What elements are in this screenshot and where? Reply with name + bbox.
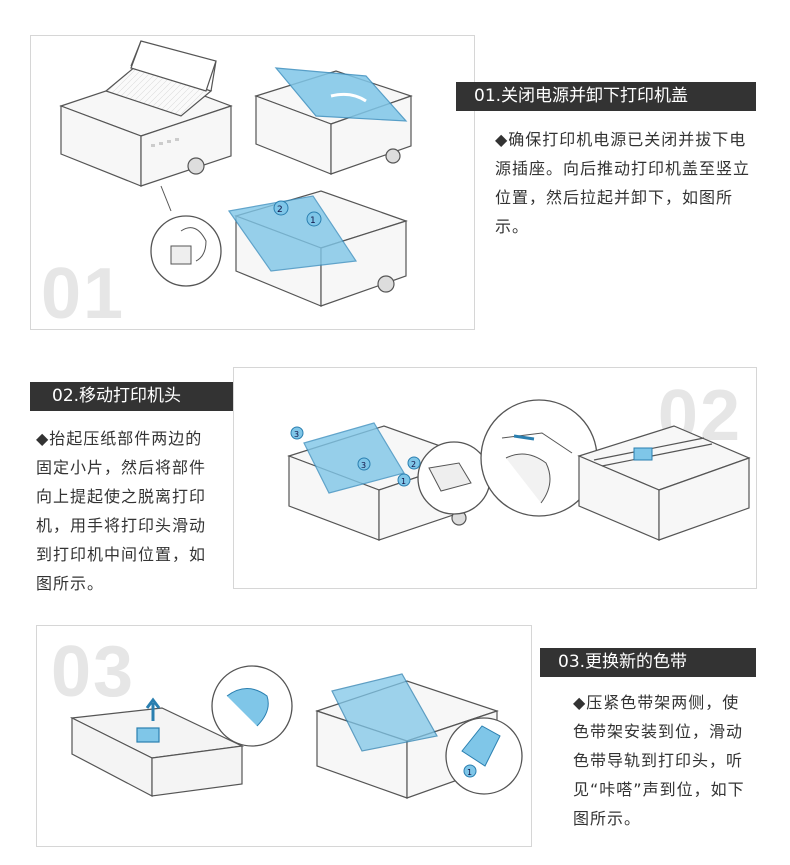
callout-3: 3 [361,461,366,470]
section-03-title: 03.更换新的色带 [540,648,756,677]
callout-1: 1 [467,768,472,777]
callout-2: 2 [411,460,416,469]
print-head-illustration: 3 3 2 1 [287,399,751,541]
printer-cover-removal-illustration: 2 1 [59,40,413,307]
section-01-description: ◆确保打印机电源已关闭并拔下电源插座。向后推动打印机盖至竖立位置，然后拉起并卸下… [495,130,751,236]
section-03-description: ◆压紧色带架两侧，使色带架安装到位，滑动色带导轨到打印头，听见“咔嗒”声到位，如… [573,693,745,828]
section-03-illustration-panel: 03 1 [36,625,532,847]
printer-icon [59,40,233,187]
section-02-title: 02.移动打印机头 [30,382,250,411]
ribbon-install-illustration: 1 [69,665,523,799]
callout-2: 2 [277,205,283,215]
printer-icon [315,673,499,799]
printer-cover-lift-icon [254,67,413,175]
callout-1: 1 [310,216,316,226]
section-number: 01 [41,254,126,330]
section-02-illustration-panel: 02 3 3 2 1 [233,367,757,589]
section-01-title: 01.关闭电源并卸下打印机盖 [456,82,756,111]
callout-1: 1 [401,477,406,486]
ribbon-cartridge-icon [69,707,245,797]
printer-icon [227,190,408,307]
section-01-illustration-panel: 01 [30,35,475,330]
power-plug-icon [150,185,222,287]
print-head-icon [633,447,653,461]
callout-3: 3 [294,430,299,439]
printer-icon [577,425,751,541]
section-02-description: ◆抬起压纸部件两边的固定小片，然后将部件向上提起使之脱离打印机，用手将打印头滑动… [36,429,207,593]
section-number: 03 [51,632,136,712]
